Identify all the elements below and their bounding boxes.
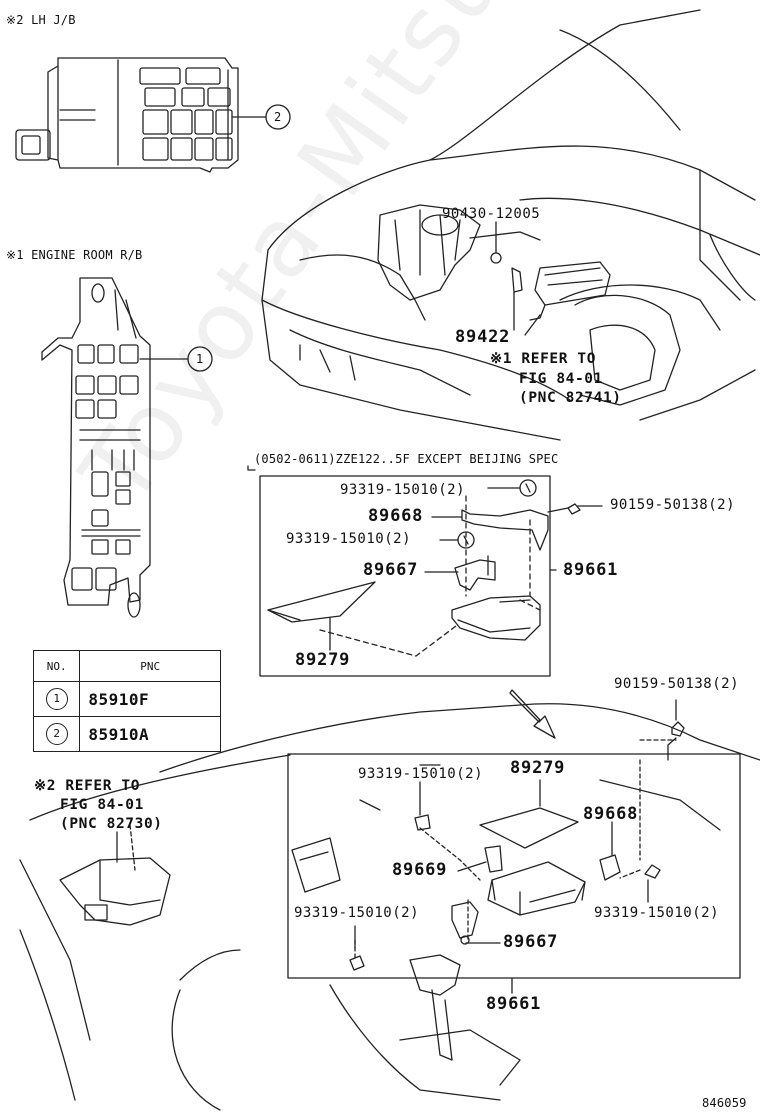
upper-assembly-89661[interactable]: 89661 xyxy=(563,560,619,580)
part-90430-12005[interactable]: 90430-12005 xyxy=(442,206,541,222)
upper-part-89668[interactable]: 89668 xyxy=(368,506,424,526)
lower-ecu-frame xyxy=(287,753,741,979)
lower-part-89667[interactable]: 89667 xyxy=(503,932,559,952)
pnc-table: NO. PNC 1 85910F 2 85910A xyxy=(32,650,221,752)
part-89422[interactable]: 89422 xyxy=(455,327,511,347)
lower-part-89669[interactable]: 89669 xyxy=(392,860,448,880)
lower-part-93319-c[interactable]: 93319-15010(2) xyxy=(594,905,720,921)
lower-ecu-exploded xyxy=(349,699,685,971)
pnc-table-header-pnc: PNC xyxy=(79,650,221,682)
refer-note-2-line3[interactable]: (PNC 82730) xyxy=(60,816,163,832)
upper-ecu-frame xyxy=(259,475,551,677)
refer-note-1-line1[interactable]: ※1 REFER TO xyxy=(490,351,597,367)
upper-part-90159[interactable]: 90159-50138(2) xyxy=(610,497,736,513)
upper-part-93319-b[interactable]: 93319-15010(2) xyxy=(286,531,412,547)
direction-arrow xyxy=(509,689,556,739)
callout-1-label: 1 xyxy=(196,352,204,366)
refer-note-2-line2[interactable]: FIG 84-01 xyxy=(60,797,144,813)
lower-part-89668[interactable]: 89668 xyxy=(583,804,639,824)
refer-note-1-line3[interactable]: (PNC 82741) xyxy=(519,390,622,406)
upper-part-89667[interactable]: 89667 xyxy=(363,560,419,580)
upper-part-89279[interactable]: 89279 xyxy=(295,650,351,670)
figure-id: 846059 xyxy=(702,1096,747,1110)
lower-part-89279[interactable]: 89279 xyxy=(510,758,566,778)
table-row-1-no: 1 xyxy=(32,681,81,717)
vehicle-front-view xyxy=(261,9,760,441)
engine-room-relay-block xyxy=(41,277,213,618)
lower-part-93319-a[interactable]: 93319-15010(2) xyxy=(358,766,484,782)
refer-note-1-line2[interactable]: FIG 84-01 xyxy=(519,371,603,387)
refer-note-2-line1[interactable]: ※2 REFER TO xyxy=(34,778,141,794)
pnc-table-header-no: NO. xyxy=(32,650,81,682)
table-row-2-no: 2 xyxy=(32,716,81,752)
spec-note: (0502-0611)ZZE122..5F EXCEPT BEIJING SPE… xyxy=(254,452,559,466)
engine-room-rb-title: ※1 ENGINE ROOM R/B xyxy=(6,248,143,262)
lower-part-93319-b[interactable]: 93319-15010(2) xyxy=(294,905,420,921)
lower-assembly-89661[interactable]: 89661 xyxy=(486,994,542,1014)
upper-part-93319-a[interactable]: 93319-15010(2) xyxy=(340,482,466,498)
table-row-2-pnc[interactable]: 85910A xyxy=(79,716,221,752)
lh-jb-title: ※2 LH J/B xyxy=(6,13,76,27)
lh-junction-block xyxy=(15,57,291,173)
table-row-1-pnc[interactable]: 85910F xyxy=(79,681,221,717)
upper-ecu-exploded xyxy=(267,479,581,657)
callout-2-label: 2 xyxy=(274,110,282,124)
vehicle-interior-view xyxy=(19,703,760,1111)
lower-part-90159[interactable]: 90159-50138(2) xyxy=(614,676,740,692)
